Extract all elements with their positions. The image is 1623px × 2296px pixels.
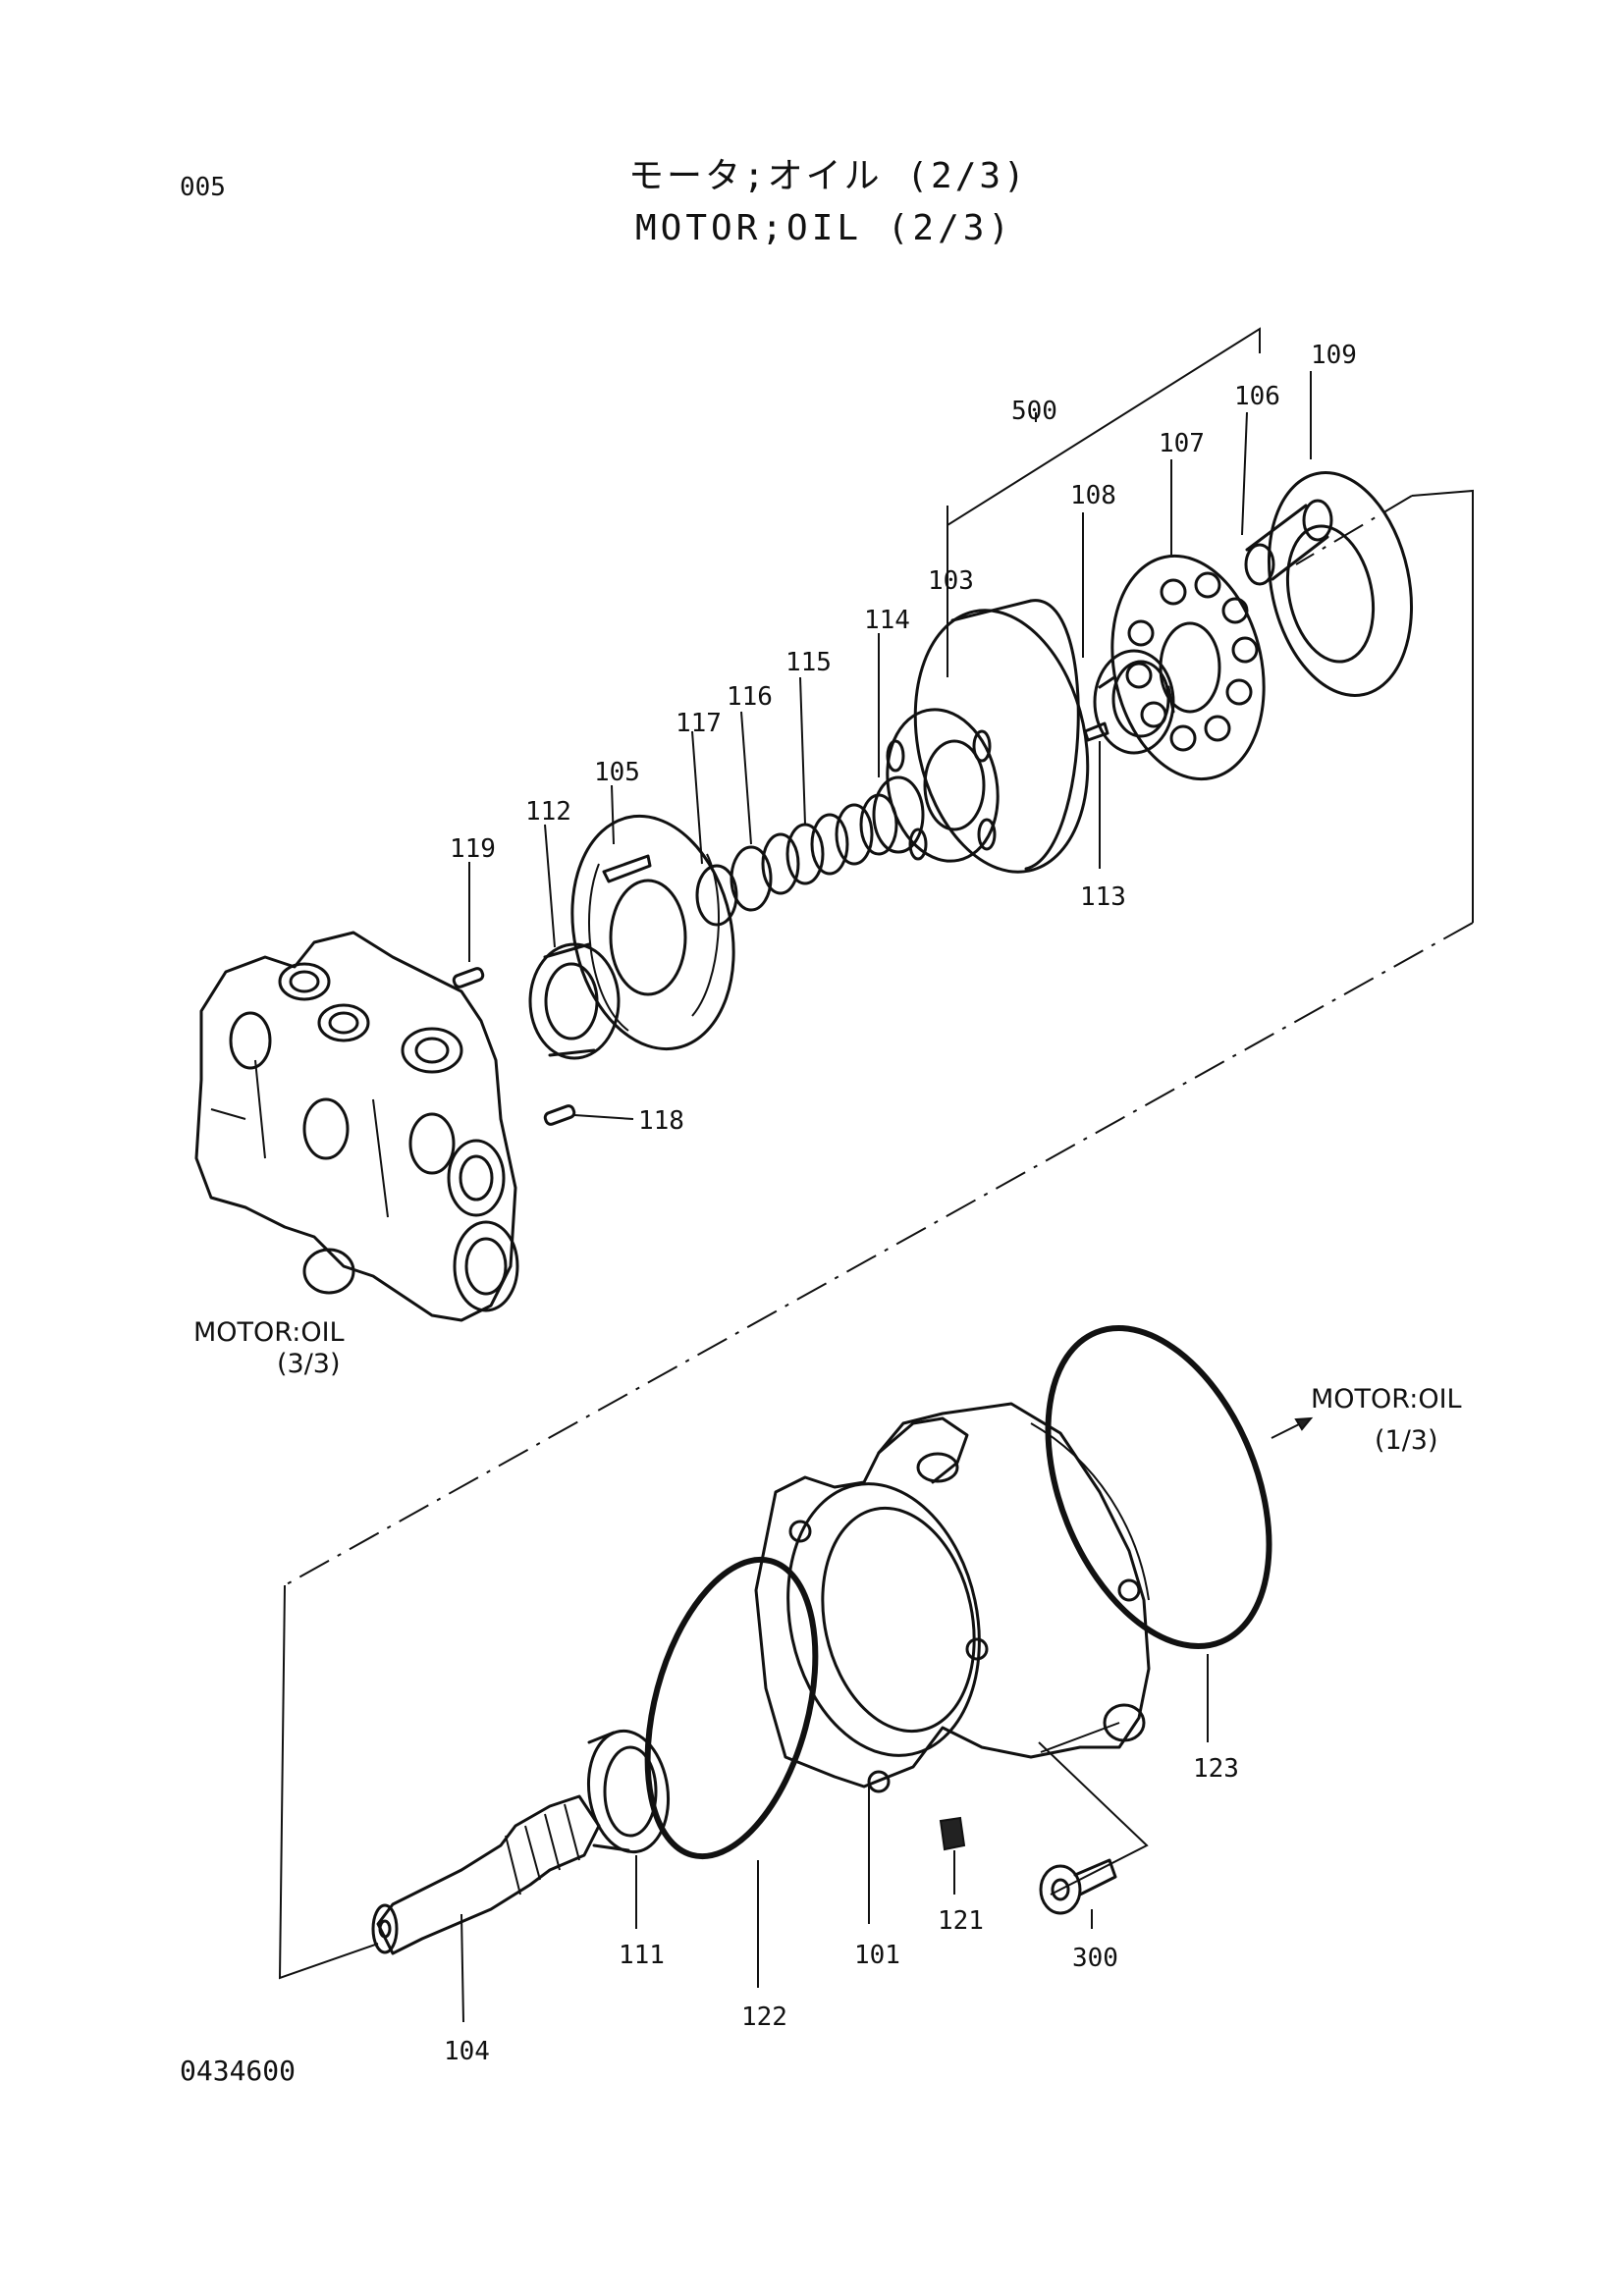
- callout-108: 108: [1070, 481, 1116, 510]
- part-114-snap-ring[interactable]: [872, 775, 925, 854]
- cross-ref-left-label: MOTOR:OIL: [193, 1317, 345, 1348]
- part-115-spring[interactable]: [761, 793, 898, 895]
- part-106-pin[interactable]: [1244, 499, 1333, 586]
- callout-105: 105: [594, 758, 640, 787]
- callout-106: 106: [1234, 382, 1280, 411]
- callout-101: 101: [854, 1941, 900, 1970]
- part-103-cylinder-block[interactable]: [874, 594, 1110, 887]
- part-121-plug[interactable]: [939, 1816, 966, 1851]
- page-title: MOTOR;OIL (2/3): [635, 208, 1014, 248]
- callout-123: 123: [1193, 1754, 1239, 1784]
- callout-109: 109: [1311, 341, 1357, 370]
- callout-300: 300: [1072, 1944, 1118, 1973]
- callout-114: 114: [864, 606, 910, 635]
- part-108-retainer[interactable]: [1093, 649, 1175, 755]
- callout-118: 118: [638, 1106, 684, 1136]
- part-101-motor-housing[interactable]: [754, 1402, 1151, 1793]
- callout-116: 116: [727, 682, 773, 712]
- enclosure-outline: [278, 489, 1474, 1980]
- part-300-bolt[interactable]: [1039, 1858, 1117, 1915]
- callout-107: 107: [1159, 429, 1205, 458]
- callout-115: 115: [785, 648, 832, 677]
- part-109-plate[interactable]: [1250, 459, 1432, 709]
- callout-labels: 500 109 106 107 108 103 114 115 116 117 …: [444, 341, 1357, 2066]
- part-107-swash-plate[interactable]: [1093, 542, 1284, 793]
- part-122-o-ring[interactable]: [619, 1541, 845, 1875]
- callout-113: 113: [1080, 882, 1126, 912]
- part-104-shaft[interactable]: [371, 1794, 601, 1955]
- cross-ref-right-label: MOTOR:OIL: [1311, 1384, 1462, 1415]
- cross-references: MOTOR:OIL (3/3) MOTOR:OIL (1/3): [193, 1317, 1462, 1456]
- callout-122: 122: [741, 2002, 787, 2032]
- part-118-pin[interactable]: [543, 1104, 634, 1126]
- valve-housing[interactable]: [194, 931, 519, 1322]
- callout-500: 500: [1011, 397, 1057, 426]
- callout-112: 112: [525, 797, 571, 827]
- page-code: 005: [180, 173, 226, 202]
- part-112-bearing[interactable]: [528, 942, 621, 1060]
- part-119-pin[interactable]: [452, 967, 485, 988]
- part-105-valve-plate[interactable]: [552, 801, 754, 1064]
- part-123-o-ring[interactable]: [1005, 1296, 1313, 1679]
- callout-119: 119: [450, 834, 496, 864]
- assembly-500-bracket: [947, 327, 1261, 677]
- callout-103: 103: [928, 566, 974, 596]
- leader-lines: [460, 371, 1314, 2023]
- callout-104: 104: [444, 2037, 490, 2066]
- callout-111: 111: [619, 1941, 665, 1970]
- callout-117: 117: [676, 709, 722, 738]
- cross-ref-right-page: (1/3): [1375, 1425, 1438, 1456]
- cross-ref-left-page: (3/3): [277, 1349, 341, 1379]
- part-111-bearing[interactable]: [581, 1726, 676, 1857]
- drawing-number: 0434600: [180, 2055, 297, 2087]
- part-117-ring[interactable]: [695, 864, 738, 927]
- part-113-pin[interactable]: [1083, 721, 1109, 869]
- callout-121: 121: [938, 1906, 984, 1936]
- page-title-japanese: モータ;オイル (2/3): [628, 156, 1028, 196]
